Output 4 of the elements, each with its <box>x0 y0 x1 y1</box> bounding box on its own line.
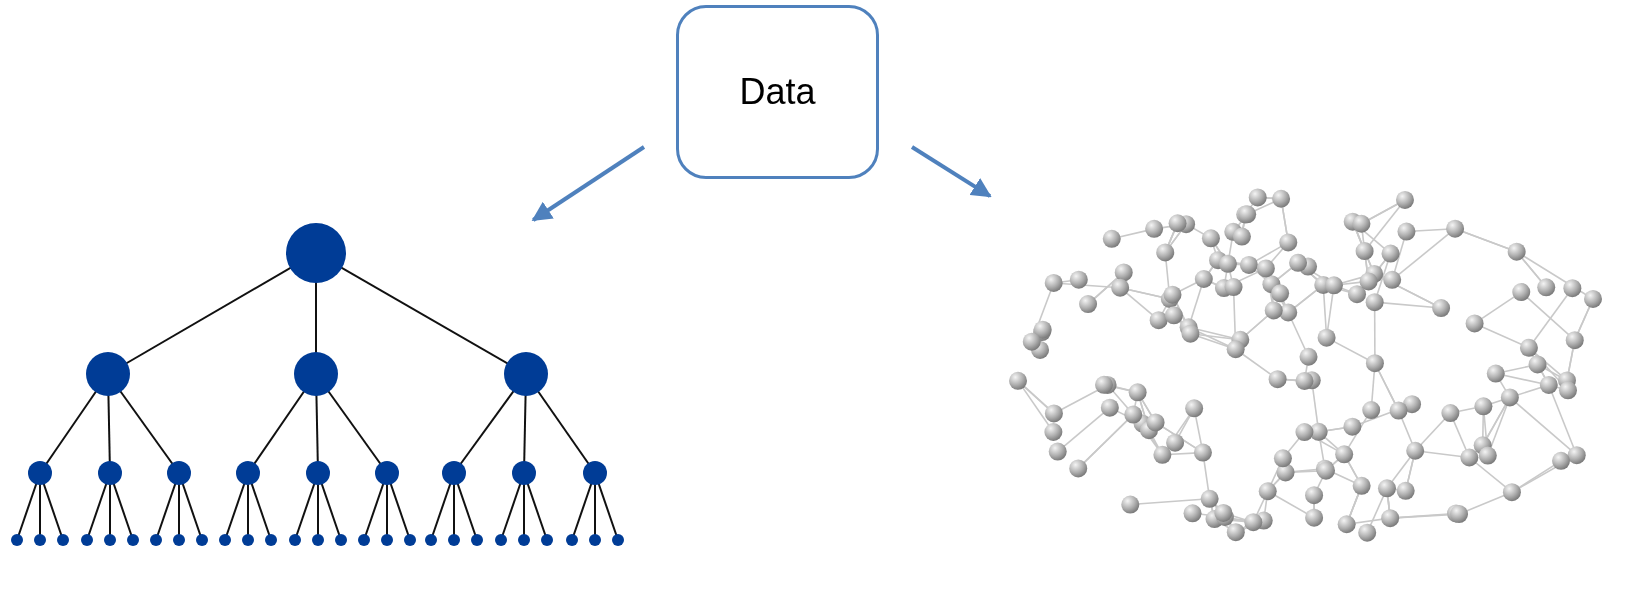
rounded-box <box>676 5 879 179</box>
arrow <box>531 145 646 222</box>
arrow <box>910 145 992 198</box>
box-label: Data <box>739 71 816 113</box>
